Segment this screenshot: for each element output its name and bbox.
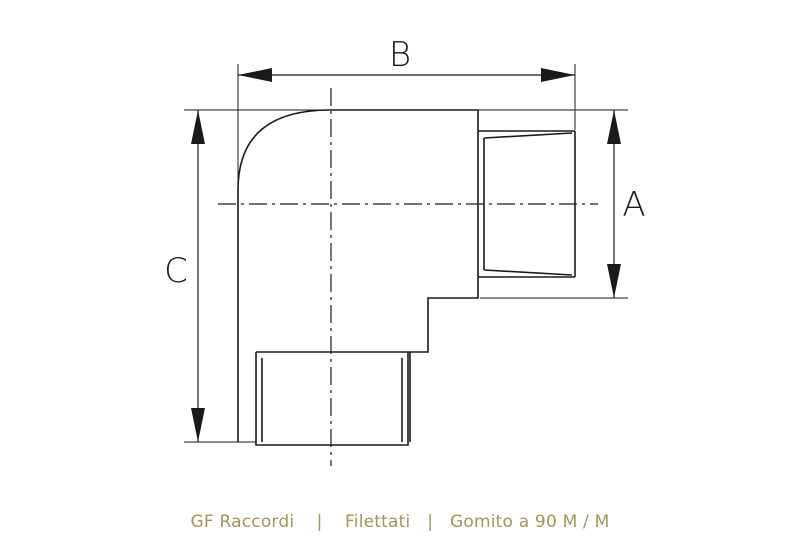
caption-brand: GF Raccordi (190, 512, 295, 532)
elbow-body-outline (237, 109, 479, 442)
dimension-a-label: A (622, 185, 645, 225)
caption-category: Filettati (345, 512, 411, 532)
centerlines (218, 88, 598, 466)
extension-lines (184, 64, 628, 443)
caption-separator-1: | (316, 512, 323, 532)
caption: GF Raccordi | Filettati | Gomito a 90 M … (0, 512, 800, 532)
caption-product: Gomito a 90 M / M (449, 512, 610, 532)
caption-separator-2: | (427, 512, 434, 532)
dimension-b-label: B (389, 35, 411, 75)
dimension-c-label: C (164, 251, 188, 291)
bottom-thread (255, 351, 410, 446)
